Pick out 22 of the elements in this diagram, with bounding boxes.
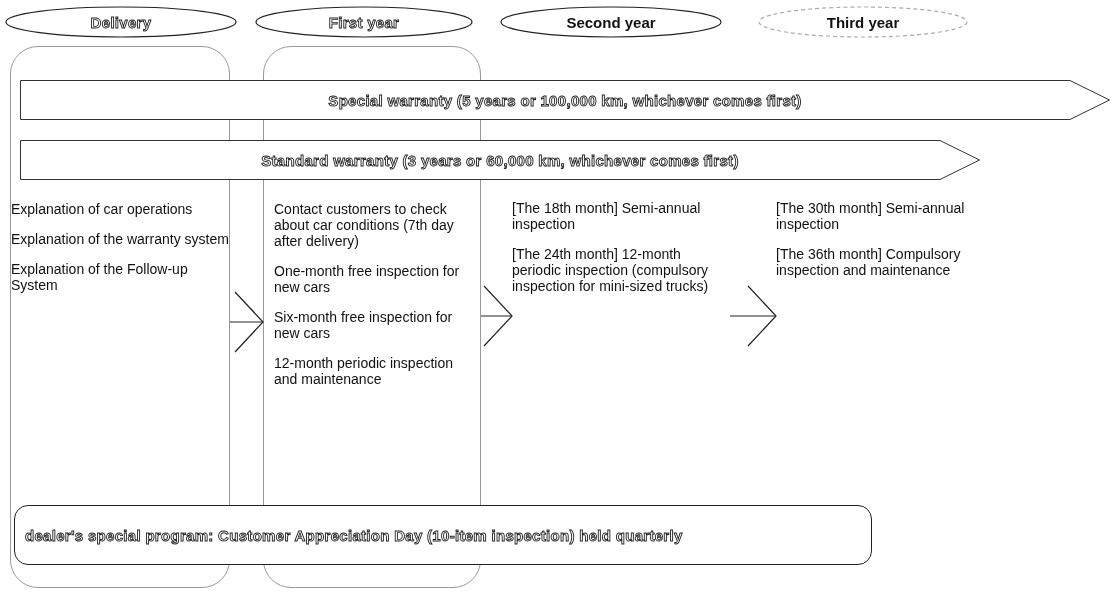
step-text: [The 36th month] Compulsory inspection and maintenance <box>776 246 962 278</box>
chevron-arrow <box>729 285 777 347</box>
step-text: Explanation of the Follow-up System <box>11 261 189 293</box>
chevron-arrow <box>229 291 264 353</box>
warranty-label: Standard warranty (3 years or 60,000 km, whichever comes first) <box>261 151 739 169</box>
year-label: Second year <box>566 13 656 31</box>
program-text: dealer's special program: Customer Appreciation Day (10-item inspection) held quarterly <box>25 526 683 544</box>
step-text: [The 24th month] 12-month periodic inspection (compulsory inspection for mini-sized trucks) <box>512 246 710 294</box>
step-text: [The 18th month] Semi-annual inspection <box>512 200 702 232</box>
chevron-arrow <box>480 285 513 347</box>
program-box <box>14 505 872 565</box>
step-text: 12-month periodic inspection and maintenance <box>274 355 454 387</box>
step-text: Explanation of car operations <box>11 201 194 217</box>
step-text: Explanation of the warranty system <box>11 231 229 247</box>
step-text: Six-month free inspection for new cars <box>274 309 454 341</box>
step-text: One-month free inspection for new cars <box>274 263 461 295</box>
year-label: Third year <box>826 13 900 31</box>
step-text: Contact customers to check about car conditions (7th day after delivery) <box>274 201 455 249</box>
warranty-label: Special warranty (5 years or 100,000 km, whichever comes first) <box>328 91 802 109</box>
step-text: [The 30th month] Semi-annual inspection <box>776 200 966 232</box>
year-label: First year <box>328 13 400 31</box>
year-label: Delivery <box>90 13 152 31</box>
